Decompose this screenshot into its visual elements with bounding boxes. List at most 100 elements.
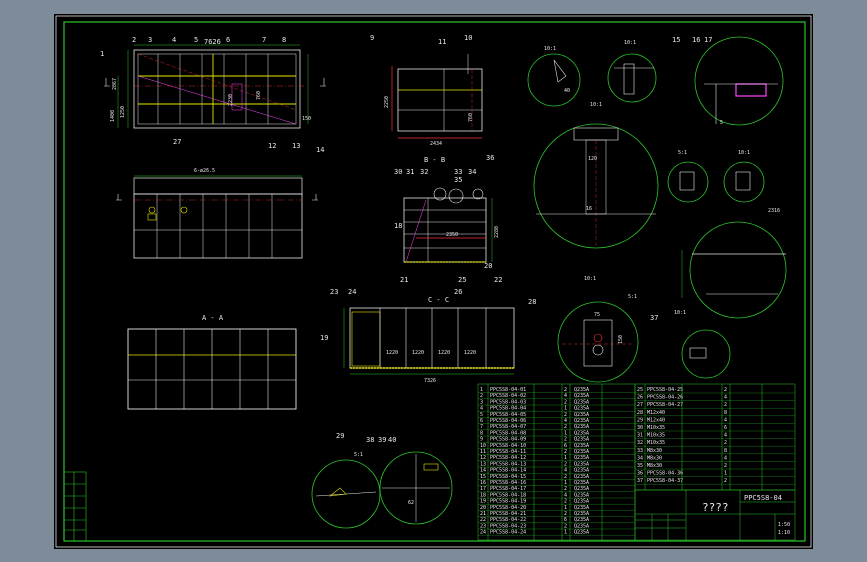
bb-height-dim: 2280 [494,226,500,238]
balloon-4: 4 [172,36,176,44]
section-bb [403,187,493,263]
balloon-5: 5 [194,36,198,44]
parts-code: PPC5S8-04-08 [490,430,526,436]
parts-qty: 4 [564,418,567,424]
parts-material: Q235A [574,418,589,424]
balloon-7: 7 [262,36,266,44]
parts-qty: 2 [724,387,727,393]
parts-material: Q235A [574,480,589,486]
parts-qty: 8 [724,448,727,454]
balloon-36: 36 [486,154,494,162]
parts-qty: 1 [564,430,567,436]
balloon-17: 17 [704,36,712,44]
parts-material: Q235A [574,523,589,529]
side-width-dim: 2434 [430,141,442,147]
parts-no: 26 [637,395,643,401]
detail-120: 120 [588,156,597,162]
cc-bay-1: 1220 [386,350,398,356]
parts-no: 6 [480,418,483,424]
balloon-15: 15 [672,36,680,44]
side-stamp [63,471,87,542]
parts-material: Q235A [574,517,589,523]
parts-no: 17 [480,486,486,492]
parts-qty: 2 [564,523,567,529]
cc-bay-2: 1220 [412,350,424,356]
front-h2-dim: 1250 [120,106,126,118]
parts-no: 15 [480,474,486,480]
parts-code: PPC5S8-04-22 [490,517,526,523]
detail-scale-mark: 10:1 [584,276,596,282]
parts-qty: 2 [564,399,567,405]
parts-code: PPC5S8-04-36 [647,471,683,477]
parts-code: M10x35 [647,425,665,431]
parts-material: Q235A [574,486,589,492]
parts-no: 36 [637,471,643,477]
parts-code: PPC5S8-04-37 [647,478,683,484]
balloon-28: 28 [528,298,536,306]
parts-code: M12x40 [647,417,665,423]
parts-code: M8x30 [647,448,662,454]
parts-code: PPC5S8-04-10 [490,443,526,449]
parts-qty: 2 [724,402,727,408]
parts-code: PPC5S8-04-06 [490,418,526,424]
hole-note: 6-ø26.5 [194,168,215,174]
parts-qty: 4 [564,393,567,399]
balloon-22: 22 [494,276,502,284]
detail-scale-mark: 10:1 [674,310,686,316]
side-view [391,54,483,139]
parts-no: 23 [480,523,486,529]
parts-qty: 4 [724,395,727,401]
detail-scale-mark: 10:1 [544,46,556,52]
parts-material: Q235A [574,412,589,418]
parts-no: 32 [637,440,643,446]
parts-qty: 1 [724,471,727,477]
parts-code: PPC5S8-04-02 [490,393,526,399]
parts-qty: 2 [564,449,567,455]
front-h3-dim: 2230 [228,94,234,106]
parts-material: Q235A [574,455,589,461]
cc-width-dim: 7326 [424,378,436,384]
parts-qty: 2 [564,499,567,505]
detail-scale-mark: 10:1 [738,150,750,156]
balloon-3: 3 [148,36,152,44]
parts-code: PPC5S8-04-04 [490,406,526,412]
parts-no: 7 [480,424,483,430]
parts-no: 29 [637,417,643,423]
balloon-38: 38 [366,436,374,444]
parts-grid [477,383,796,541]
parts-no: 16 [480,480,486,486]
balloon-35: 35 [454,176,462,184]
balloon-21: 21 [400,276,408,284]
parts-qty: 1 [564,530,567,536]
parts-qty: 4 [724,455,727,461]
balloon-39: 39 [378,436,386,444]
front-height-dim: 2867 [112,78,118,90]
balloon-10: 10 [464,34,472,42]
parts-code: PPC5S8-04-18 [490,492,526,498]
balloon-25: 25 [458,276,466,284]
front-width-dim: 7626 [204,38,221,46]
balloon-27: 27 [173,138,181,146]
balloon-1: 1 [100,50,104,58]
front-h1-dim: 1400 [110,110,116,122]
parts-qty: 1 [564,480,567,486]
parts-material: Q235A [574,437,589,443]
balloon-32: 32 [420,168,428,176]
parts-no: 19 [480,499,486,505]
cc-bay-3: 1220 [438,350,450,356]
section-cc-label: C - C [428,296,449,304]
detail-content [315,59,786,522]
outer-border [55,15,812,548]
parts-qty: 4 [724,417,727,423]
parts-code: PPC5S8-04-05 [490,412,526,418]
parts-qty: 6 [564,517,567,523]
parts-no: 11 [480,449,486,455]
parts-no: 20 [480,505,486,511]
parts-qty: 2 [724,463,727,469]
detail-circles [311,36,787,529]
balloon-40: 40 [388,436,396,444]
detail-scale-mark: 5:1 [678,150,687,156]
